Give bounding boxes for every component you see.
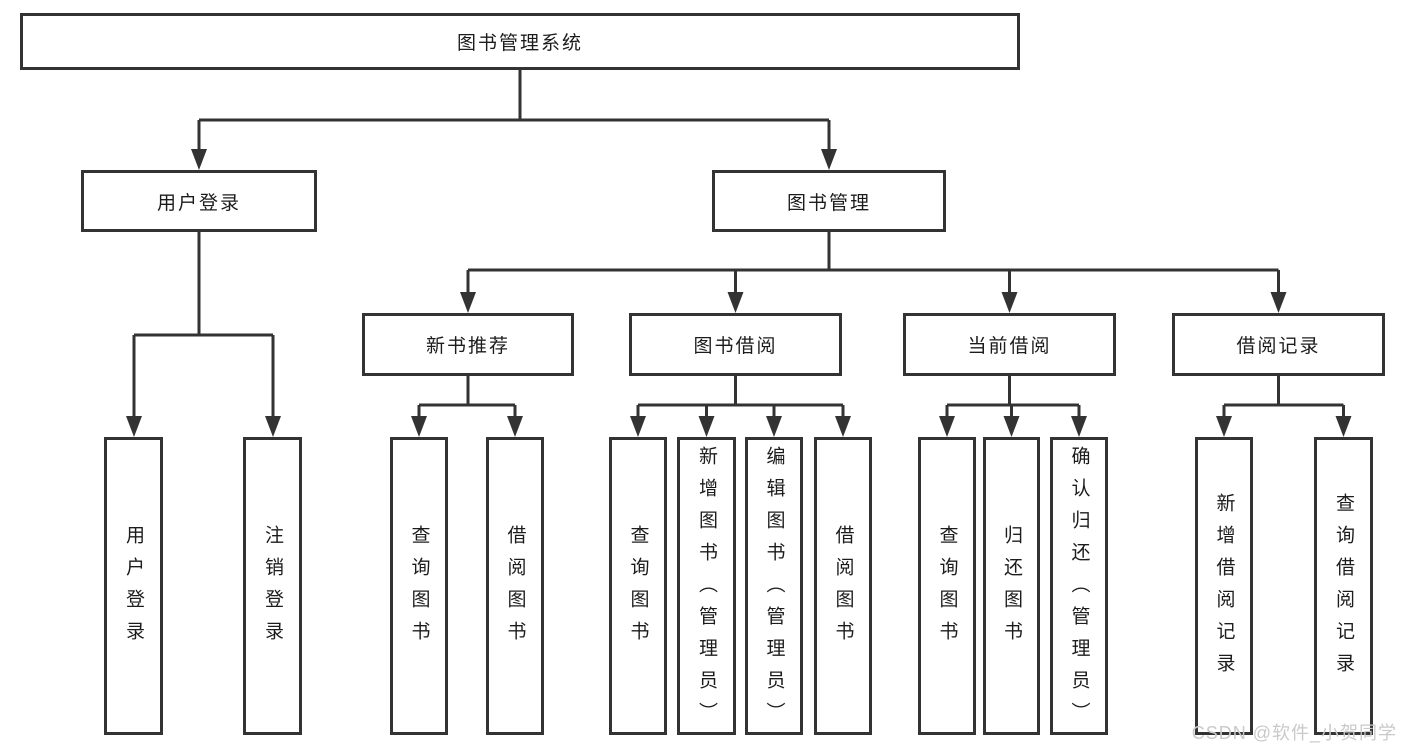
leaf-borrow-books-2: 借阅图书 (814, 437, 872, 735)
node-user-login: 用户登录 (81, 170, 317, 232)
node-borrow-record: 借阅记录 (1172, 313, 1385, 376)
leaf-add-borrow-record: 新增借阅记录 (1195, 437, 1253, 735)
leaf-query-books-3: 查询图书 (918, 437, 976, 735)
leaf-query-borrow-record: 查询借阅记录 (1314, 437, 1373, 735)
leaf-add-books-admin: 新增图书（管理员） (677, 437, 736, 735)
connector-borrow-record-children (1222, 376, 1345, 420)
csdn-watermark: CSDN @软件_小贺同学 (1191, 723, 1397, 743)
connector-root-to-level2 (197, 70, 831, 152)
node-current-borrow: 当前借阅 (903, 313, 1116, 376)
leaf-query-books-2: 查询图书 (609, 437, 667, 735)
leaf-logout: 注销登录 (243, 437, 302, 735)
node-root-library-system: 图书管理系统 (20, 13, 1020, 70)
leaf-query-books-1: 查询图书 (390, 437, 448, 735)
leaf-confirm-return-admin: 确认归还（管理员） (1050, 437, 1108, 735)
connector-new-book-children (417, 376, 517, 420)
connector-book-mgmt-groups (466, 232, 1280, 296)
connector-current-borrow-children (945, 376, 1081, 420)
node-book-borrow: 图书借阅 (629, 313, 842, 376)
leaf-edit-books-admin: 编辑图书（管理员） (745, 437, 803, 735)
leaf-borrow-books-1: 借阅图书 (486, 437, 544, 735)
leaf-return-books: 归还图书 (983, 437, 1040, 735)
node-book-management: 图书管理 (712, 170, 946, 232)
arrowheads (126, 149, 1352, 437)
connector-user-login-children (132, 232, 275, 420)
node-new-book-recommend: 新书推荐 (362, 313, 574, 376)
leaf-user-login: 用户登录 (104, 437, 163, 735)
connector-book-borrow-children (636, 376, 845, 420)
